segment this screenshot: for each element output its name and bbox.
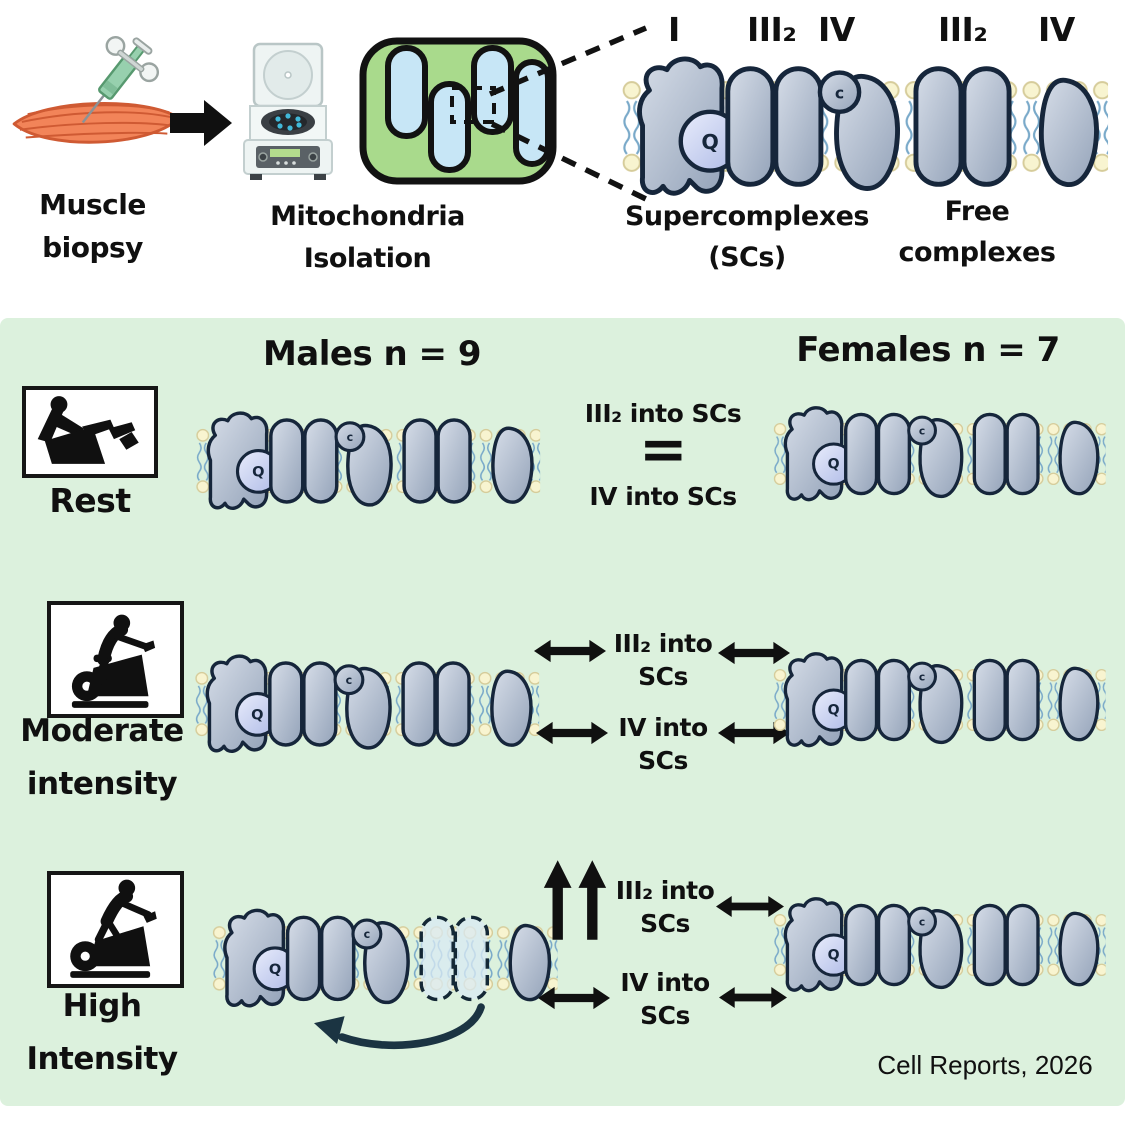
standing-cyclist-icon (69, 879, 157, 978)
high-comparison-line2: IV into SCs (620, 968, 710, 1030)
rest-label: Rest (49, 481, 131, 520)
high-label: High Intensity (26, 988, 178, 1078)
centrifuge-icon (243, 42, 333, 180)
membrane-males-rest (194, 402, 542, 520)
females-header: Females n = 7 (796, 330, 1060, 370)
moderate-label: Moderate intensity (20, 713, 184, 803)
moderate-left-arrow-1 (534, 639, 606, 663)
mitochondria-isolation-label: Mitochondria Isolation (270, 201, 465, 274)
syringe-icon (81, 36, 160, 124)
zoom-connector-lines (488, 25, 650, 203)
citation-text: Cell Reports, 2026 (877, 1050, 1093, 1080)
rest-equals-sign: = (638, 415, 688, 483)
high-up-arrows (543, 860, 607, 940)
rest-comparison-line2: IV into SCs (589, 482, 737, 511)
membrane-overview (620, 43, 1110, 210)
right-arrow-icon (170, 100, 232, 146)
moderate-icon-box (47, 601, 184, 718)
rest-comparison-line1: III₂ into SCs (584, 399, 742, 428)
rest-icon-box (22, 386, 158, 478)
supercomplexes-label: Supercomplexes (SCs) (624, 201, 870, 273)
males-header: Males n = 9 (262, 334, 482, 374)
zoom-region-box (450, 86, 496, 124)
membrane-males-high (211, 899, 559, 1063)
membrane-females-moderate (772, 643, 1107, 757)
moderate-comparison-line1: III₂ into SCs (613, 629, 713, 691)
muscle-striations (19, 104, 176, 139)
moderate-comparison-line2: IV into SCs (618, 713, 708, 775)
membrane-males-moderate (193, 645, 541, 763)
membrane-females-high (772, 888, 1107, 1002)
high-icon-box (47, 871, 184, 988)
mitochondrion-icon (359, 37, 557, 185)
recliner-icon (37, 396, 139, 464)
muscle-biopsy-icon (12, 36, 181, 144)
seated-cyclist-icon (71, 614, 155, 708)
high-comparison-line1: III₂ into SCs (615, 876, 715, 938)
free-complexes-label: Free complexes (898, 196, 1056, 268)
membrane-females-rest (772, 397, 1107, 511)
muscle-biopsy-label: Muscle biopsy (39, 188, 146, 265)
centrifuge-tubes (275, 113, 302, 131)
